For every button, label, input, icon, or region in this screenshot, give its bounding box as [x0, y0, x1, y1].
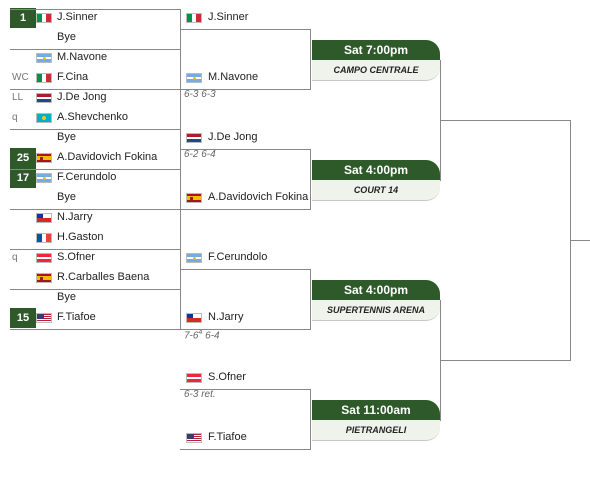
flag-it-icon — [36, 73, 52, 83]
seed-badge: 25 — [10, 148, 36, 168]
bye-label: Bye — [57, 131, 76, 143]
bracket-line — [180, 169, 181, 210]
bracket-line — [10, 209, 180, 210]
flag-it-icon — [186, 13, 202, 23]
bracket-line — [10, 129, 180, 130]
player-name[interactable]: N.Jarry — [57, 211, 93, 223]
flag-nl-icon — [186, 133, 202, 143]
bracket-line — [570, 240, 590, 241]
player-name[interactable]: J.Sinner — [57, 11, 98, 23]
match-time: Sat 11:00am — [312, 400, 440, 420]
bracket-line — [10, 249, 180, 250]
player-name[interactable]: A.Shevchenko — [57, 111, 128, 123]
player-name[interactable]: J.De Jong — [208, 131, 258, 143]
flag-nl-icon — [36, 93, 52, 103]
flag-ar-icon — [36, 173, 52, 183]
bracket-line — [180, 329, 310, 330]
player-name[interactable]: F.Cerundolo — [57, 171, 117, 183]
player-name[interactable]: F.Cina — [57, 71, 89, 83]
bracket-line — [10, 329, 180, 330]
bye-label: Bye — [57, 31, 76, 43]
player-name[interactable]: N.Jarry — [208, 311, 244, 323]
bracket-line — [180, 49, 181, 90]
entry-status-label: q — [12, 112, 18, 123]
bracket-line — [180, 269, 310, 270]
bracket-line — [180, 89, 181, 130]
flag-es-icon — [186, 193, 202, 203]
player-name[interactable]: S.Ofner — [57, 251, 95, 263]
player-name[interactable]: M.Navone — [208, 71, 259, 83]
court-name: PIETRANGELI — [312, 420, 440, 441]
bracket-line — [180, 209, 310, 210]
player-name[interactable]: F.Tiafoe — [208, 431, 247, 443]
bracket-line — [10, 9, 180, 10]
flag-us-icon — [36, 313, 52, 323]
match-score: 6-3 ret. — [184, 389, 216, 400]
court-name: CAMPO CENTRALE — [312, 60, 440, 81]
player-name[interactable]: H.Gaston — [57, 231, 104, 243]
match-score: 6-2 6-4 — [184, 149, 216, 160]
match-time: Sat 4:00pm — [312, 280, 440, 300]
flag-ar-icon — [186, 253, 202, 263]
flag-cl-icon — [186, 313, 202, 323]
match-score: 7-64 6-4 — [184, 329, 220, 342]
flag-us-icon — [186, 433, 202, 443]
flag-kz-icon — [36, 113, 52, 123]
flag-it-icon — [36, 13, 52, 23]
entry-status-label: LL — [12, 92, 24, 103]
flag-at-icon — [186, 373, 202, 383]
bracket-line — [310, 29, 311, 90]
flag-fr-icon — [36, 233, 52, 243]
bracket-line — [10, 49, 180, 50]
bye-label: Bye — [57, 191, 76, 203]
player-name[interactable]: F.Cerundolo — [208, 251, 268, 263]
flag-ar-icon — [36, 53, 52, 63]
match-time: Sat 4:00pm — [312, 160, 440, 180]
bracket-line — [180, 389, 310, 390]
bracket-line — [310, 269, 311, 330]
seed-badge: 1 — [10, 8, 36, 28]
bracket-line — [440, 360, 570, 361]
entry-status-label: WC — [12, 72, 29, 83]
bracket-line — [180, 89, 310, 90]
bracket-line — [180, 209, 181, 250]
flag-at-icon — [36, 253, 52, 263]
entry-status-label: q — [12, 252, 18, 263]
player-name[interactable]: M.Navone — [57, 51, 108, 63]
bracket-line — [310, 389, 311, 450]
player-name[interactable]: J.Sinner — [208, 11, 249, 23]
bracket-line — [180, 449, 310, 450]
player-name[interactable]: J.De Jong — [57, 91, 107, 103]
flag-cl-icon — [36, 213, 52, 223]
court-name: COURT 14 — [312, 180, 440, 201]
bracket-line — [10, 289, 180, 290]
bracket-line — [310, 149, 311, 210]
match-score: 6-3 6-3 — [184, 89, 216, 100]
seed-badge: 17 — [10, 168, 36, 188]
player-name[interactable]: A.Davidovich Fokina — [208, 191, 309, 203]
bracket-line — [10, 169, 180, 170]
seed-badge: 15 — [10, 308, 36, 328]
player-name[interactable]: R.Carballes Baena — [57, 271, 150, 283]
bracket-line — [180, 289, 181, 330]
court-name: SUPERTENNIS ARENA — [312, 300, 440, 321]
bracket-line — [10, 89, 180, 90]
bracket-line — [180, 29, 310, 30]
match-time: Sat 7:00pm — [312, 40, 440, 60]
flag-ar-icon — [186, 73, 202, 83]
player-name[interactable]: S.Ofner — [208, 371, 246, 383]
player-name[interactable]: A.Davidovich Fokina — [57, 151, 158, 163]
flag-es-icon — [36, 273, 52, 283]
bracket-line — [180, 149, 310, 150]
flag-es-icon — [36, 153, 52, 163]
player-name[interactable]: F.Tiafoe — [57, 311, 96, 323]
bracket-line — [440, 120, 570, 121]
bye-label: Bye — [57, 291, 76, 303]
